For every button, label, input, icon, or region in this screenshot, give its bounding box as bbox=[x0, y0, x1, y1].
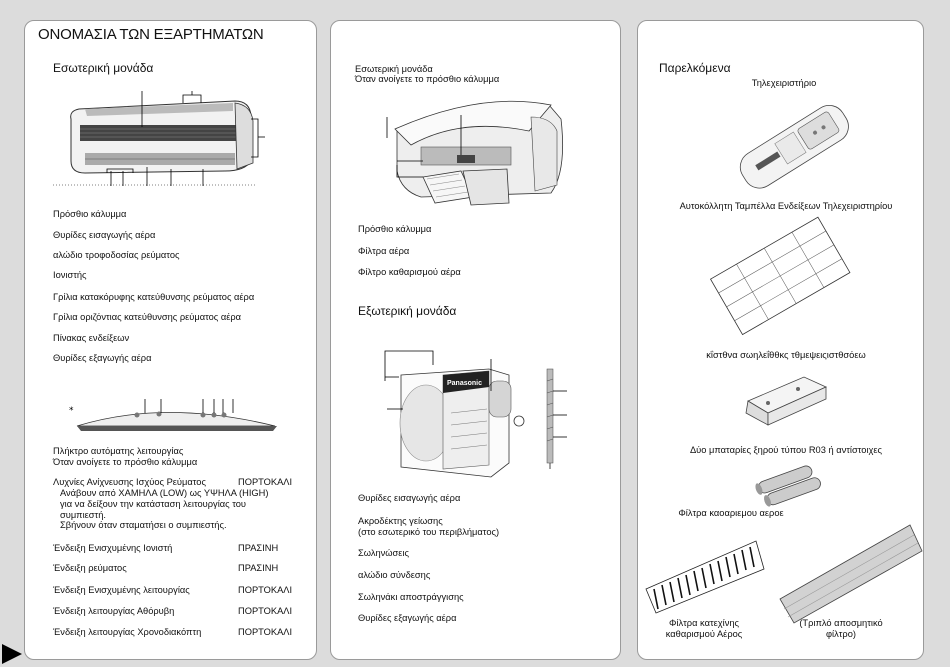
auto-button-note: Όταν ανοίγετε το πρόσθιο κάλυμμα bbox=[53, 457, 198, 467]
page-corner-arrow-icon bbox=[2, 644, 22, 664]
triple-filter-label: φίλτρο) bbox=[826, 629, 856, 639]
part-label: Πρόσθιο κάλυμμα bbox=[53, 209, 127, 219]
section-accessories: Παρελκόμενα bbox=[659, 61, 731, 75]
indicator-color: ΠΟΡΤΟΚΑΛΙ bbox=[238, 627, 293, 637]
page-title: ΟΝΟΜΑΣΙΑ ΤΩΝ ΕΞΑΡΤΗΜΑΤΩΝ bbox=[38, 26, 264, 43]
accessories-illustration bbox=[645, 105, 923, 624]
outdoor-part-label: Ακροδέκτης γείωσης bbox=[358, 516, 443, 526]
indicator-color: ΠΟΡΤΟΚΑΛΙ bbox=[238, 606, 293, 616]
power-led-note: συμπιεστή. bbox=[60, 510, 106, 520]
indicator-label: Ένδειξη λειτουργίας Χρονοδιακόπτη bbox=[53, 627, 202, 637]
holder-label: κΐστθνα σωηλεΐθθκς τθμεψειςιστθσόεω bbox=[706, 350, 866, 360]
indicator-color: ΠΟΡΤΟΚΑΛΙ bbox=[238, 585, 293, 595]
svg-text:*: * bbox=[69, 406, 74, 416]
catechin-filter-label: καθαρισμού Αέρος bbox=[665, 629, 743, 639]
section-outdoor-unit: Εξωτερική μονάδα bbox=[358, 304, 457, 318]
part-label: Θυρίδες εξαγωγής αέρα bbox=[53, 353, 152, 363]
panel-indoor-parts: ΟΝΟΜΑΣΙΑ ΤΩΝ ΕΞΑΡΤΗΜΑΤΩΝ Εσωτερική μονάδ… bbox=[24, 20, 317, 660]
panel-accessories: Παρελκόμενα Τηλεχειριστήριο bbox=[637, 20, 924, 660]
indicator-color: ΠΡΑΣΙΝΗ bbox=[238, 563, 279, 573]
outdoor-part-label: Σωληνάκι αποστράγγισης bbox=[358, 592, 464, 602]
outdoor-part-label: Θυρίδες εξαγωγής αέρα bbox=[358, 613, 457, 623]
indoor-unit-illustration: * bbox=[53, 91, 277, 431]
outdoor-part-label: αλώδιο σύνδεσης bbox=[358, 570, 431, 580]
outdoor-part-note: (στο εσωτερικό του περιβλήματος) bbox=[358, 527, 500, 537]
indoor-part-label: Φίλτρο καθαρισμού αέρα bbox=[358, 267, 461, 277]
panel-open-unit-outdoor: Εσωτερική μονάδα Όταν ανοίγετε το πρόσθι… bbox=[330, 20, 621, 660]
section-indoor-unit: Εσωτερική μονάδα bbox=[53, 61, 154, 75]
indicator-label: Ένδειξη Ενισχυμένης λειτουργίας bbox=[53, 585, 190, 595]
filter-label: Φίλτρα καοαριεμου αεροε bbox=[678, 508, 784, 518]
part-label: Γρίλια οριζόντιας κατεύθυνσης ρεύματος α… bbox=[53, 312, 242, 322]
auto-button-label: Πλήκτρο αυτόματης λειτουργίας bbox=[53, 446, 184, 456]
power-led-label: Λυχνίες Ανίχνευσης Ισχύος Ρεύματος bbox=[53, 477, 206, 487]
batteries-label: Δύο μπαταρίες ξηρού τύπου R03 ή αντίστοι… bbox=[689, 445, 883, 455]
indicator-label: Ένδειξη λειτουργίας Αθόρυβη bbox=[53, 606, 175, 616]
indicator-label: Ένδειξη ρεύματος bbox=[53, 563, 127, 573]
triple-filter-label: (Τριπλό αποσμητικό bbox=[799, 618, 883, 628]
power-led-color: ΠΟΡΤΟΚΑΛΙ bbox=[238, 477, 293, 487]
power-led-note: Ανάβουν από ΧΑΜΗΛΑ (LOW) ως ΥΨΗΛΑ (HIGH) bbox=[60, 488, 269, 498]
indicator-color: ΠΡΑΣΙΝΗ bbox=[238, 543, 279, 553]
part-label: Θυρίδες εισαγωγής αέρα bbox=[53, 230, 156, 240]
sticker-label: Αυτοκόλλητη Ταμπέλλα Ενδείξεων Τηλεχειρι… bbox=[679, 201, 893, 211]
part-label: αλώδιο τροφοδοσίας ρεύματος bbox=[53, 250, 180, 260]
outdoor-part-label: Θυρίδες εισαγωγής αέρα bbox=[358, 493, 461, 503]
brand-logo: Panasonic bbox=[447, 380, 482, 387]
power-led-note: Σβήνουν όταν σταματήσει ο συμπιεστής. bbox=[60, 520, 227, 530]
catechin-filter-label: Φίλτρα κατεχίνης bbox=[668, 618, 740, 628]
middle-subheader: Όταν ανοίγετε το πρόσθιο κάλυμμα bbox=[355, 74, 500, 84]
open-unit-illustration: Panasonic bbox=[384, 100, 567, 478]
indoor-part-label: Φίλτρα αέρα bbox=[358, 246, 410, 256]
middle-header: Εσωτερική μονάδα bbox=[355, 64, 433, 74]
indoor-part-label: Πρόσθιο κάλυμμα bbox=[358, 224, 432, 234]
remote-label: Τηλεχειριστήριο bbox=[751, 78, 817, 88]
part-label: Πίνακας ενδείξεων bbox=[53, 333, 130, 343]
part-label: Ιονιστής bbox=[53, 270, 87, 280]
outdoor-part-label: Σωληνώσεις bbox=[358, 548, 409, 558]
part-label: Γρίλια κατακόρυφης κατεύθυνσης ρεύματος … bbox=[53, 292, 255, 302]
power-led-note: για να δείξουν την κατάσταση λειτουργίας… bbox=[60, 499, 246, 509]
indicator-label: Ένδειξη Ενισχυμένης Ιονιστή bbox=[53, 543, 173, 553]
